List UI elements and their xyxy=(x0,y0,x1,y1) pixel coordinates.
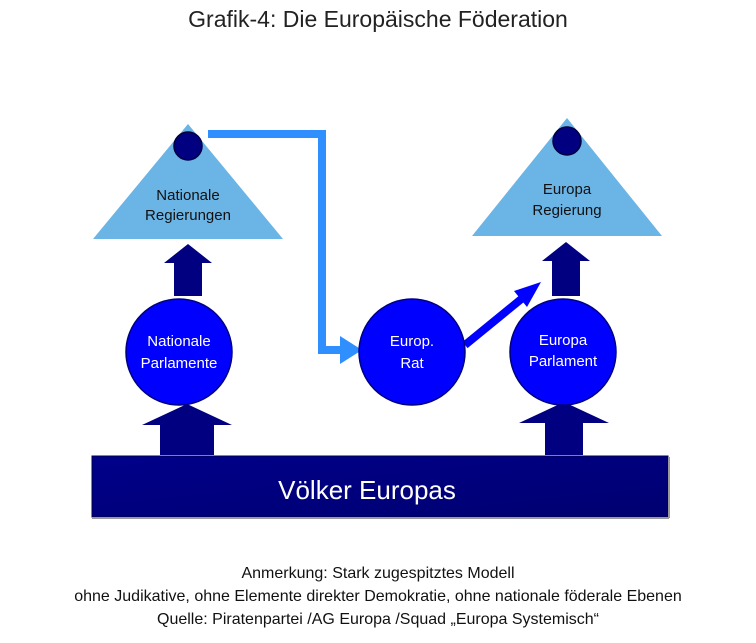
europ-rat-circle xyxy=(358,298,466,406)
diagram-title: Grafik-4: Die Europäische Föderation xyxy=(188,6,568,32)
note-line-1: Anmerkung: Stark zugespitztes Modell xyxy=(241,565,515,582)
nationale-parlamente-label-1: Nationale xyxy=(147,333,210,350)
europa-parlament-label-1: Europa xyxy=(539,332,588,349)
europ-rat-node: Europ. Rat xyxy=(358,298,466,406)
europa-regierung-head-icon xyxy=(552,126,582,156)
nationale-regierungen-head-icon xyxy=(173,131,203,161)
nationale-parlamente-label-2: Parlamente xyxy=(141,355,218,372)
europ-rat-label-2: Rat xyxy=(400,355,424,372)
nationale-parlamente-node: Nationale Parlamente xyxy=(125,298,233,406)
voelker-europas-node: Völker Europas xyxy=(91,455,670,519)
europa-parlament-label-2: Parlament xyxy=(529,353,598,370)
europa-regierung-node: Europa Regierung xyxy=(472,118,662,236)
europa-regierung-label-2: Regierung xyxy=(532,202,601,219)
nationale-regierungen-label-1: Nationale xyxy=(156,187,219,204)
arrow-parlamente-to-regierungen xyxy=(164,244,212,296)
europa-regierung-triangle xyxy=(472,118,662,236)
nationale-regierungen-triangle xyxy=(93,124,283,239)
arrow-parlament-to-europa-regierung xyxy=(542,242,590,296)
notes-block: Anmerkung: Stark zugespitztes Modell ohn… xyxy=(0,562,756,631)
arrow-regierungen-to-rat xyxy=(208,130,362,364)
voelker-europas-label: Völker Europas xyxy=(278,475,456,505)
note-line-2: ohne Judikative, ohne Elemente direkter … xyxy=(74,588,682,605)
nationale-parlamente-circle xyxy=(125,298,233,406)
europ-rat-label-1: Europ. xyxy=(390,333,434,350)
nationale-regierungen-node: Nationale Regierungen xyxy=(93,124,283,239)
arrow-rat-to-europa-regierung xyxy=(462,282,541,349)
europa-parlament-circle xyxy=(509,298,617,406)
note-line-3: Quelle: Piratenpartei /AG Europa /Squad … xyxy=(157,611,599,628)
europa-regierung-label-1: Europa xyxy=(543,181,592,198)
arrow-voelker-to-nationale-parlamente xyxy=(142,404,232,455)
europa-parlament-node: Europa Parlament xyxy=(509,298,617,406)
nationale-regierungen-label-2: Regierungen xyxy=(145,207,231,224)
arrow-voelker-to-europa-parlament xyxy=(519,402,609,455)
